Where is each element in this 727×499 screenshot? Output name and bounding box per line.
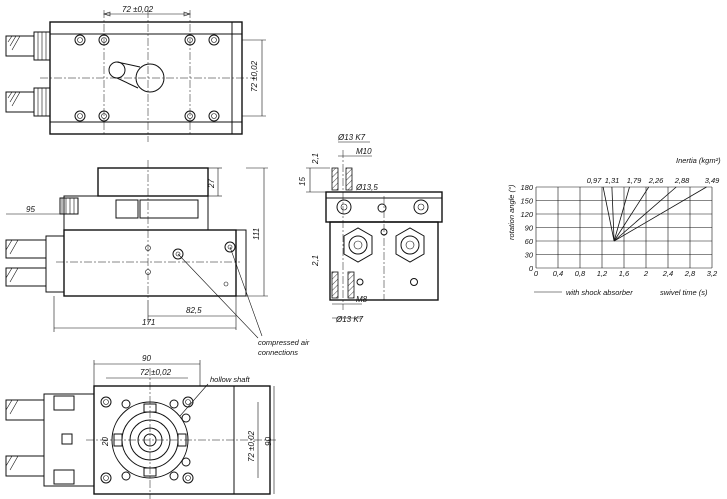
top-height-dim: 72 ±0,02	[250, 60, 259, 92]
bottom-height-dim: 90	[264, 437, 273, 446]
y-tick-label: 30	[525, 251, 534, 260]
top-view-slot	[108, 61, 165, 93]
chart-ylabel: rotation angle (°)	[507, 184, 516, 240]
compressed-air-label-1: compressed air	[258, 338, 310, 347]
x-tick-label: 0,4	[553, 269, 563, 278]
front-bore-mid-dim: Ø13,5	[355, 183, 378, 192]
series-line	[602, 186, 615, 242]
top-view-holes	[74, 34, 220, 122]
swivel-time-chart: Inertia (kgm²) rotation angle (°) swivel…	[507, 156, 721, 297]
side-view-body	[63, 229, 237, 297]
series-line	[613, 186, 630, 242]
x-tick-label: 1,6	[619, 269, 630, 278]
compressed-air-label-2: connections	[258, 348, 298, 357]
side-view: 95 27 111 82,5 171 compressed air connec…	[5, 160, 310, 357]
inertia-label: 1,31	[605, 176, 620, 185]
side-total-height-dim: 111	[252, 228, 261, 240]
x-tick-label: 2,4	[662, 269, 673, 278]
inertia-label: 2,26	[648, 176, 664, 185]
inertia-label: 0,97	[587, 176, 602, 185]
y-tick-label: 180	[520, 183, 533, 192]
x-tick-label: 0	[534, 269, 539, 278]
side-total-dim: 171	[142, 318, 155, 327]
series-line	[613, 186, 650, 242]
x-tick-label: 2	[643, 269, 649, 278]
series-line	[611, 186, 615, 242]
front-thread-top-dim: M10	[356, 147, 372, 156]
inertia-label: 1,79	[627, 176, 642, 185]
side-top-dim: 27	[207, 179, 216, 189]
y-tick-label: 0	[529, 264, 534, 273]
front-view: Ø13 K7 M10 Ø13,5 2,1 15 2,1 M8 Ø13 K7	[298, 133, 443, 324]
side-left-dim: 95	[26, 205, 35, 214]
bottom-view: 90 72 ±0,02 72 ±0,02 90 20 hollow shaft	[5, 354, 276, 499]
y-tick-label: 60	[525, 237, 534, 246]
top-width-dim: 72 ±0,02	[122, 5, 154, 14]
hollow-shaft-label: hollow shaft	[210, 375, 251, 384]
chart-xlabel: swivel time (s)	[660, 288, 708, 297]
x-tick-label: 2,8	[684, 269, 696, 278]
front-thread-bottom-dim: M8	[356, 295, 368, 304]
series-line	[613, 186, 677, 242]
top-view: 72 ±0,02 72 ±0,02	[5, 5, 266, 142]
front-gap-top-dim: 2,1	[311, 153, 320, 165]
front-bore-bottom-dim: Ø13 K7	[335, 315, 364, 324]
x-tick-label: 3,2	[707, 269, 718, 278]
front-gap-bottom-dim: 2,1	[311, 255, 320, 267]
y-tick-label: 90	[525, 224, 534, 233]
x-tick-label: 1,2	[597, 269, 608, 278]
y-tick-label: 120	[520, 210, 533, 219]
inertia-label: 3,49	[705, 176, 720, 185]
bottom-inner-h-dim: 72 ±0,02	[247, 430, 256, 462]
bottom-width-dim: 90	[142, 354, 151, 363]
front-depth-dim: 15	[298, 177, 307, 186]
series-line	[613, 186, 707, 242]
y-tick-label: 150	[520, 197, 533, 206]
front-view-lower	[329, 221, 439, 301]
bottom-shaft-dim: 20	[101, 437, 110, 447]
inertia-label: 2,88	[674, 176, 690, 185]
x-tick-label: 0,8	[575, 269, 586, 278]
front-bore-top-dim: Ø13 K7	[337, 133, 366, 142]
side-view-top-plate	[97, 167, 209, 197]
chart-legend: with shock absorber	[566, 288, 633, 297]
chart-title: Inertia (kgm²)	[676, 156, 721, 165]
top-view-hoses	[5, 31, 51, 117]
side-inner-dim: 82,5	[186, 306, 202, 315]
bottom-inner-dim: 72 ±0,02	[140, 368, 172, 377]
